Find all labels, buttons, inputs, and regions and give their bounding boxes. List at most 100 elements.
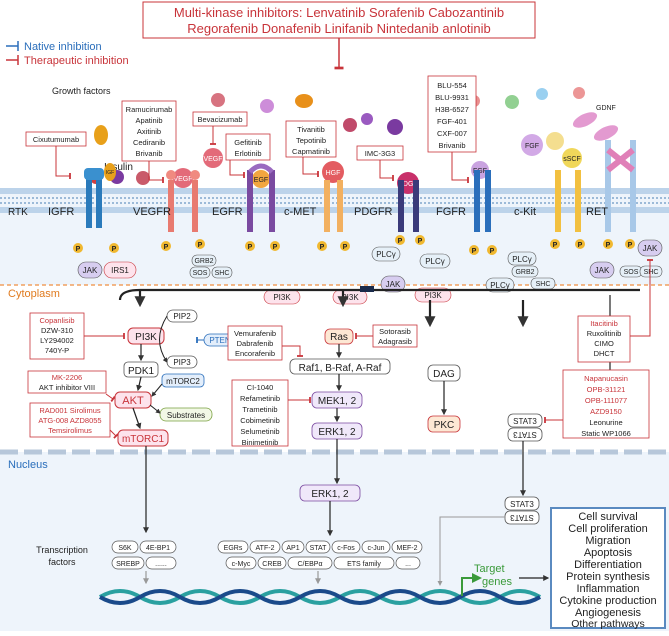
ligand-igf: IGF — [104, 163, 116, 181]
svg-text:PI3K: PI3K — [273, 293, 291, 302]
header-line-2: Regorafenib Donafenib Linifanib Nintedan… — [187, 21, 491, 36]
svg-text:Tivanitib: Tivanitib — [297, 125, 325, 134]
svg-text:SOS: SOS — [193, 270, 208, 277]
svg-text:STAT3: STAT3 — [513, 430, 537, 439]
drug-box-mek: CI-1040 Refametinib Trametinib Cobimetin… — [231, 379, 311, 447]
target-genes-line2: genes — [482, 576, 512, 588]
svg-text:Ras: Ras — [330, 332, 348, 343]
svg-text:S6K: S6K — [118, 545, 132, 552]
svg-text:BLU-9931: BLU-9931 — [435, 93, 469, 102]
svg-text:PI3K: PI3K — [341, 293, 359, 302]
svg-text:AKT: AKT — [122, 395, 144, 407]
drug-box-jak: Itacitinib Ruxolitinib CIMO DHCT — [577, 259, 653, 363]
svg-text:P: P — [398, 238, 403, 245]
svg-text:P: P — [320, 244, 325, 251]
svg-text:MK-2206: MK-2206 — [52, 373, 82, 382]
svg-text:Bevacizumab: Bevacizumab — [197, 115, 242, 124]
outcome-6: Inflammation — [577, 583, 640, 595]
svg-text:Itacitinib: Itacitinib — [590, 319, 618, 328]
rtk-label: RTK — [8, 207, 28, 218]
svg-text:Temsirolimus: Temsirolimus — [48, 426, 92, 435]
outcome-3: Apoptosis — [584, 547, 633, 559]
receptor-cmet — [324, 180, 343, 232]
drug-box-stat3: Napanucasin OPB-31121 OPB-111077 AZD9150… — [544, 369, 650, 439]
svg-text:Tepotinib: Tepotinib — [296, 136, 326, 145]
svg-text:Sotorasib: Sotorasib — [379, 327, 411, 336]
svg-text:GRB2: GRB2 — [194, 258, 213, 265]
tf-left-group: S6K 4E-BP1 SREBP ...... — [111, 540, 177, 570]
svg-text:PLCγ: PLCγ — [425, 257, 445, 266]
drug-box-bevacizumab: Bevacizumab — [192, 111, 248, 145]
outcome-9: Other pathways — [571, 618, 645, 630]
svg-text:......: ...... — [155, 561, 167, 568]
outcome-1: Cell proliferation — [568, 523, 647, 535]
svg-text:Cobimetinib: Cobimetinib — [240, 416, 280, 425]
svg-text:Napanucasin: Napanucasin — [584, 374, 628, 383]
svg-text:HGF: HGF — [326, 170, 341, 177]
svg-text:FGF: FGF — [525, 143, 539, 150]
receptor-labels: IGFR VEGFR EGFR c-MET PDGFR FGFR c-Kit R… — [48, 206, 608, 218]
outcome-2: Migration — [585, 535, 630, 547]
svg-text:VEGF: VEGF — [203, 156, 222, 163]
svg-text:Leonurine: Leonurine — [589, 418, 622, 427]
cytoplasm-label: Cytoplasm — [8, 288, 60, 300]
svg-text:P: P — [112, 246, 117, 253]
svg-text:PDK1: PDK1 — [128, 366, 155, 377]
svg-text:STAT: STAT — [310, 545, 328, 552]
svg-text:PTEN: PTEN — [209, 336, 231, 345]
junction-marker — [360, 286, 374, 292]
svg-text:C/EBPα: C/EBPα — [297, 561, 322, 568]
svg-text:PI3K: PI3K — [424, 291, 442, 300]
svg-text:Axitinib: Axitinib — [137, 127, 161, 136]
transcription-factors-line1: Transcription — [36, 545, 88, 555]
svg-text:ATG-008 AZD8055: ATG-008 AZD8055 — [38, 416, 101, 425]
svg-text:PI3K: PI3K — [135, 332, 157, 343]
svg-text:JAK: JAK — [643, 244, 658, 253]
receptor-label-pdgfr: PDGFR — [354, 206, 393, 218]
dna-helix — [98, 589, 542, 605]
svg-text:Apatinib: Apatinib — [135, 116, 162, 125]
svg-text:PLCγ: PLCγ — [512, 255, 532, 264]
svg-text:P: P — [628, 242, 633, 249]
drug-box-akt: MK-2206 AKT inhibitor VIII — [27, 370, 116, 402]
svg-text:mTORC2: mTORC2 — [166, 377, 200, 386]
svg-text:JAK: JAK — [595, 266, 610, 275]
svg-text:c-Myc: c-Myc — [232, 561, 251, 568]
phospho-markers: P P P P P P P P P P P P P P P P — [73, 235, 635, 255]
drug-box-vegfr: Ramucirumab Apatinib Axitinib Cediranib … — [121, 100, 177, 183]
legend-therapeutic: Therapeutic inhibition — [24, 55, 129, 67]
svg-text:LY294002: LY294002 — [40, 336, 74, 345]
svg-text:SHC: SHC — [215, 270, 230, 277]
pi3k-branch: PI3K PIP2 PIP3 PTEN PDK1 AKT mTORC2 Subs… — [114, 309, 237, 534]
svg-text:Ramucirumab: Ramucirumab — [126, 105, 173, 114]
drug-box-raf: Vemurafenib Dabrafenib Encorafenib — [227, 325, 303, 361]
outcome-8: Angiogenesis — [575, 607, 642, 619]
svg-text:P: P — [418, 238, 423, 245]
svg-text:MEF-2: MEF-2 — [397, 545, 418, 552]
svg-text:SREBP: SREBP — [116, 561, 140, 568]
svg-text:DAG: DAG — [433, 369, 455, 380]
svg-text:Cediranib: Cediranib — [133, 138, 165, 147]
drug-box-mtorc1: RAD001 Sirolimus ATG-008 AZD8055 Temsiro… — [29, 402, 119, 439]
drug-box-cmet: Tivanitib Tepotinib Capmatinib — [285, 120, 337, 177]
target-genes-line1: Target — [474, 563, 505, 575]
growth-factors-label: Growth factors — [52, 86, 111, 96]
receptor-pdgfr — [398, 180, 419, 232]
svg-text:Copanlisib: Copanlisib — [39, 316, 74, 325]
drug-box-fgfr: BLU-554 BLU-9931 H3B-6527 FGF-401 CXF-00… — [427, 75, 477, 183]
svg-text:Ruxolitinib: Ruxolitinib — [587, 329, 622, 338]
svg-text:ERK1, 2: ERK1, 2 — [318, 427, 356, 438]
svg-text:Trametinib: Trametinib — [242, 405, 277, 414]
svg-text:ERK1, 2: ERK1, 2 — [311, 489, 349, 500]
receptor-label-ckit: c-Kit — [514, 206, 536, 218]
svg-text:IGF: IGF — [106, 170, 114, 176]
svg-text:CREB: CREB — [262, 561, 282, 568]
drug-box-pi3k: Copanlisib DZW-310 LY294002 740Y-P — [29, 312, 125, 360]
drug-box-egfr: Gefitinib Erlotinib — [225, 133, 271, 178]
outcomes-box: Cell survival Cell proliferation Migrati… — [550, 507, 666, 630]
svg-text:Vemurafenib: Vemurafenib — [234, 329, 276, 338]
svg-text:BLU-554: BLU-554 — [437, 81, 467, 90]
svg-text:Dabrafenib: Dabrafenib — [237, 339, 274, 348]
svg-text:PLCγ: PLCγ — [376, 250, 396, 259]
